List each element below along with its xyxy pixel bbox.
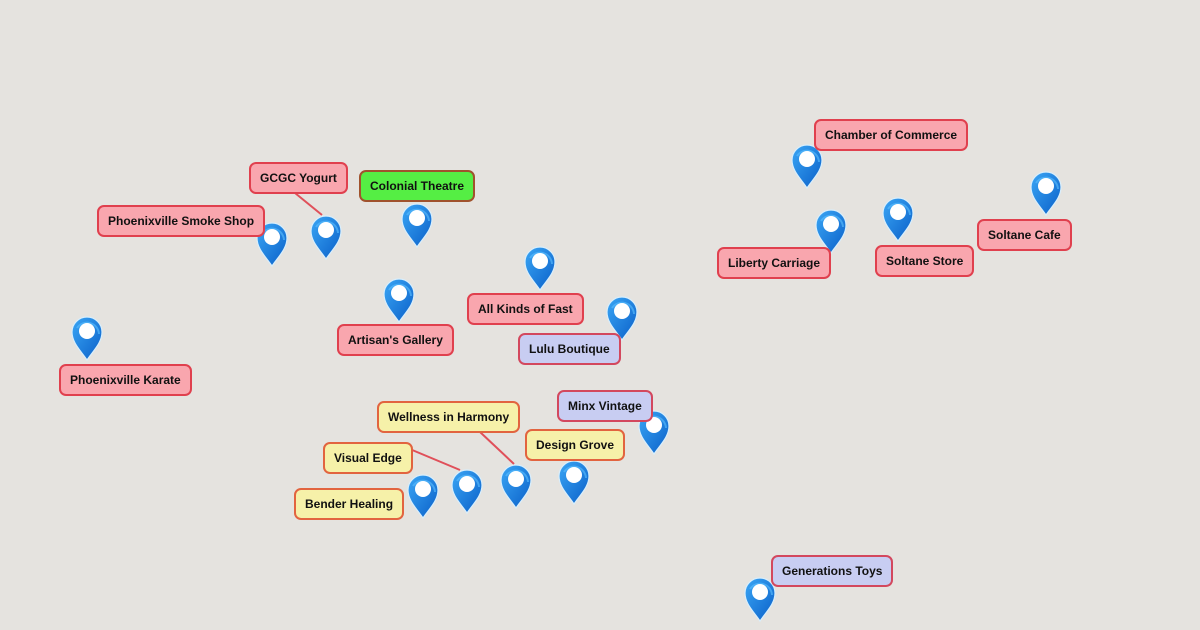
leader-line-visual-edge — [404, 446, 461, 471]
map-pin-icon-artisan[interactable] — [381, 276, 417, 324]
place-label-wellness[interactable]: Wellness in Harmony — [377, 401, 521, 433]
place-label-smoke-shop[interactable]: Phoenixville Smoke Shop — [97, 205, 266, 237]
map-pin-icon-karate[interactable] — [69, 314, 105, 362]
leader-line-wellness — [479, 431, 515, 465]
map-pin-icon-bender[interactable] — [405, 472, 441, 520]
place-label-generations[interactable]: Generations Toys — [771, 555, 894, 587]
place-label-design-grove[interactable]: Design Grove — [525, 429, 626, 461]
map-pin-icon-all-kinds[interactable] — [522, 244, 558, 292]
map-pin-icon-visual-edge[interactable] — [449, 467, 485, 515]
place-label-all-kinds[interactable]: All Kinds of Fast — [467, 293, 584, 325]
map-pin-icon-soltane-cafe[interactable] — [1028, 169, 1064, 217]
place-label-chamber[interactable]: Chamber of Commerce — [814, 119, 969, 151]
place-label-visual-edge[interactable]: Visual Edge — [323, 442, 413, 474]
place-label-bender[interactable]: Bender Healing — [294, 488, 405, 520]
place-label-soltane-cafe[interactable]: Soltane Cafe — [977, 219, 1072, 251]
map-pin-icon-gcgc[interactable] — [308, 213, 344, 261]
place-label-artisan[interactable]: Artisan's Gallery — [337, 324, 454, 356]
map-pin-icon-colonial[interactable] — [399, 201, 435, 249]
place-label-soltane-store[interactable]: Soltane Store — [875, 245, 975, 277]
place-label-minx[interactable]: Minx Vintage — [557, 390, 653, 422]
place-label-colonial[interactable]: Colonial Theatre — [359, 170, 476, 202]
place-label-karate[interactable]: Phoenixville Karate — [59, 364, 192, 396]
map-pin-icon-wellness[interactable] — [498, 462, 534, 510]
place-label-liberty[interactable]: Liberty Carriage — [717, 247, 832, 279]
map-pin-icon-design-grove[interactable] — [556, 458, 592, 506]
leader-line-gcgc — [294, 192, 323, 216]
map-pin-icon-soltane-store[interactable] — [880, 195, 916, 243]
place-label-gcgc[interactable]: GCGC Yogurt — [249, 162, 348, 194]
place-label-lulu[interactable]: Lulu Boutique — [518, 333, 621, 365]
